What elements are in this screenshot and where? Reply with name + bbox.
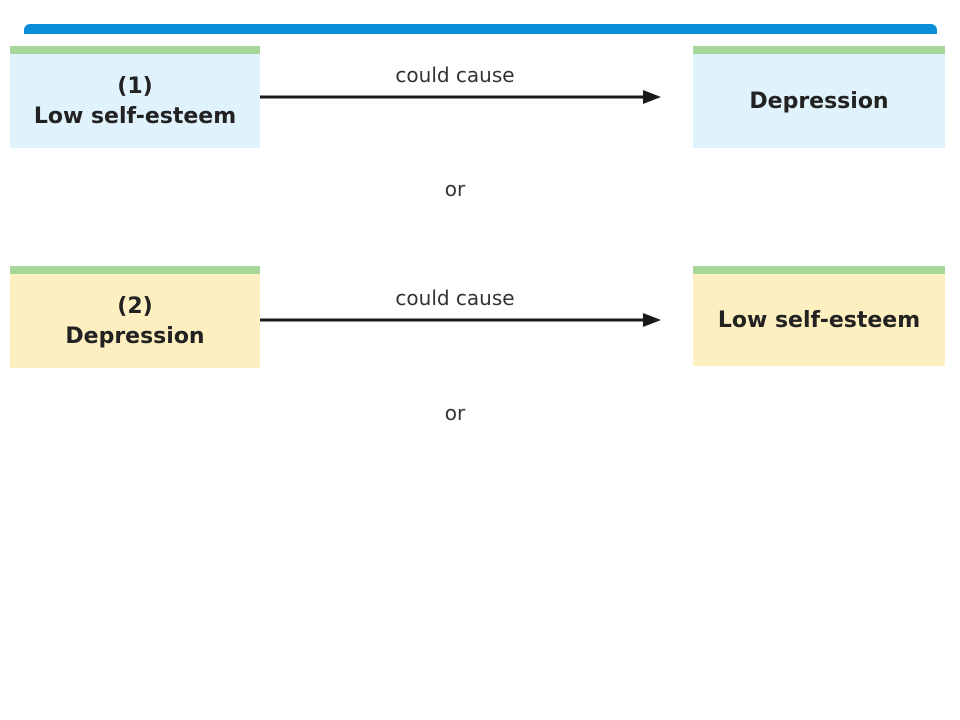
relation-label-2: could cause [395, 286, 515, 310]
effect-label-2: Low self-esteem [717, 308, 921, 333]
cause-label-2: Depression [65, 324, 205, 349]
cause-box-2: (2) Depression [10, 266, 260, 368]
cause-number-2: (2) [117, 294, 153, 319]
cause-number-1: (1) [117, 74, 153, 99]
effect-box-1: Depression [693, 46, 945, 148]
effect-label-1: Depression [749, 89, 889, 114]
separator-or-2: or [444, 401, 466, 425]
cause-box-1: (1) Low self-esteem [10, 46, 260, 148]
arrow-1 [260, 90, 661, 104]
top-accent-bar [24, 24, 937, 34]
relation-label-1: could cause [395, 63, 515, 87]
arrow-2 [260, 313, 661, 327]
separator-or-1: or [444, 177, 466, 201]
cause-label-1: Low self-esteem [33, 104, 237, 129]
effect-box-2: Low self-esteem [693, 266, 945, 366]
